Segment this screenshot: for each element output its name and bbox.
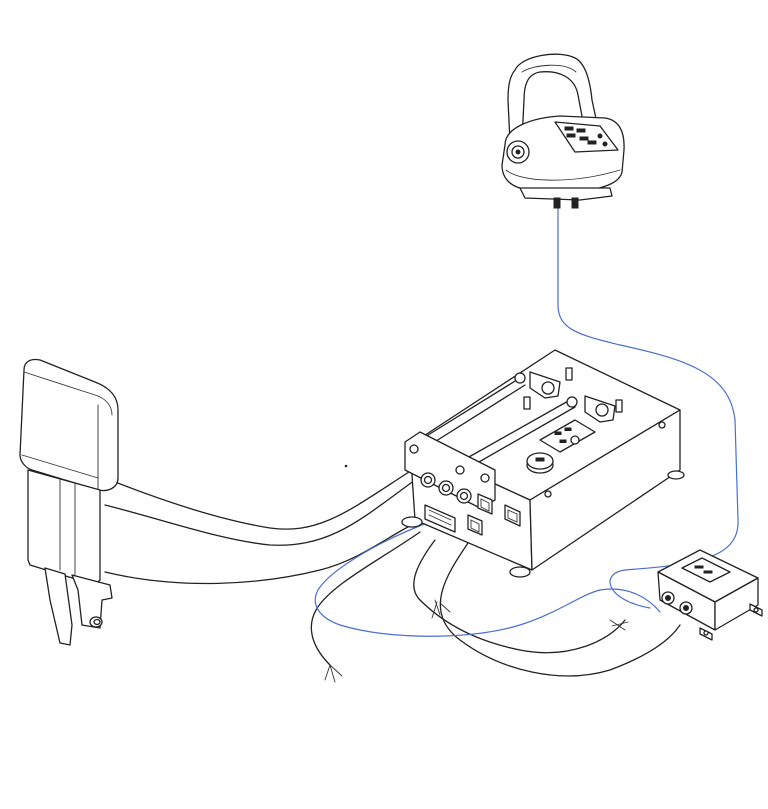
signal-cables <box>314 204 739 637</box>
control-head <box>501 53 625 209</box>
processor-unit <box>401 349 685 578</box>
actuator <box>19 358 119 646</box>
junction-box <box>657 549 763 641</box>
mechanical-cables <box>104 469 681 683</box>
stray-dot <box>344 464 348 468</box>
